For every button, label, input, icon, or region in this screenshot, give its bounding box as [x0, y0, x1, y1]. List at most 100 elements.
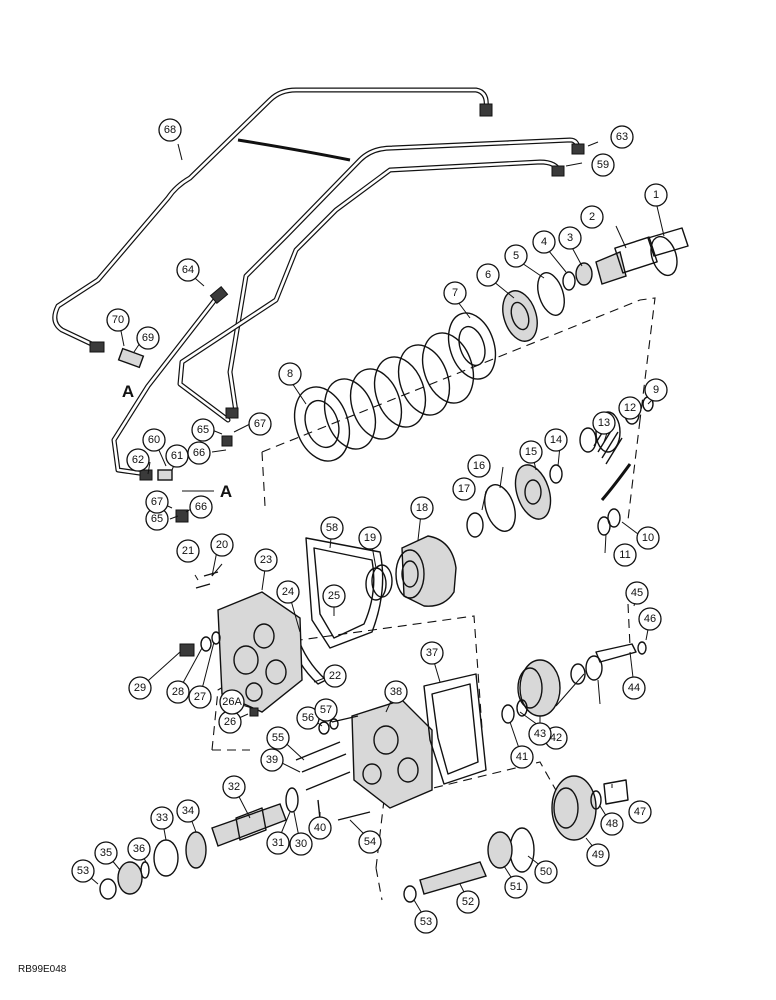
- callout-label: 60: [148, 434, 160, 446]
- callout-label: 55: [272, 732, 284, 744]
- callout-label: 7: [452, 287, 458, 299]
- callout-label: 33: [156, 812, 168, 824]
- callout-label: 42: [550, 732, 562, 744]
- callout-label: 26A: [222, 696, 242, 708]
- callout-26a: 26A: [219, 689, 245, 715]
- callout-label: 49: [592, 849, 604, 861]
- callout-7: 7: [443, 281, 467, 305]
- callout-label: 57: [320, 704, 332, 716]
- idler-gear: [517, 659, 561, 717]
- callout-17: 17: [452, 477, 476, 501]
- callout-4: 4: [532, 230, 556, 254]
- callout-label: 53: [77, 865, 89, 877]
- callout-36: 36: [127, 837, 151, 861]
- callout-label: 31: [272, 837, 284, 849]
- callout-label: 51: [510, 881, 522, 893]
- callout-67b: 67: [145, 490, 169, 514]
- callout-label: 24: [282, 586, 294, 598]
- callout-68: 68: [158, 118, 182, 142]
- callout-43: 43: [528, 722, 552, 746]
- callout-49: 49: [586, 843, 610, 867]
- callout-label: 68: [164, 124, 176, 136]
- callout-label: 59: [597, 159, 609, 171]
- callout-label: 20: [216, 539, 228, 551]
- callout-53b: 53: [414, 910, 438, 934]
- callout-label: 35: [100, 847, 112, 859]
- callout-18: 18: [410, 496, 434, 520]
- callout-label: 10: [642, 532, 654, 544]
- callout-label: 13: [598, 417, 610, 429]
- callout-50: 50: [534, 860, 558, 884]
- callout-34: 34: [176, 799, 200, 823]
- callout-label: 67: [254, 418, 266, 430]
- callout-label: 17: [458, 483, 470, 495]
- callout-label: 65: [151, 513, 163, 525]
- callout-label: 32: [228, 781, 240, 793]
- callout-35: 35: [94, 841, 118, 865]
- callout-label: 25: [328, 590, 340, 602]
- callout-23: 23: [254, 548, 278, 572]
- callout-14: 14: [544, 428, 568, 452]
- callout-2: 2: [580, 205, 604, 229]
- callout-label: 67: [151, 496, 163, 508]
- callout-label: 41: [516, 751, 528, 763]
- callout-10: 10: [636, 526, 660, 550]
- callout-65: 65: [191, 418, 215, 442]
- callout-37: 37: [420, 641, 444, 665]
- callout-58: 58: [320, 516, 344, 540]
- callout-53: 53: [71, 859, 95, 883]
- callout-47: 47: [628, 800, 652, 824]
- callout-label: 70: [112, 314, 124, 326]
- callout-54: 54: [358, 830, 382, 854]
- callout-24: 24: [276, 580, 300, 604]
- callout-label: 58: [326, 522, 338, 534]
- callout-63: 63: [610, 125, 634, 149]
- clutch-drum: [395, 535, 457, 607]
- callout-27: 27: [188, 685, 212, 709]
- callout-label: 44: [628, 682, 640, 694]
- callout-label: 34: [182, 805, 194, 817]
- callout-13: 13: [592, 411, 616, 435]
- output-gear: [551, 775, 597, 841]
- callout-label: 47: [634, 806, 646, 818]
- callout-60: 60: [142, 428, 166, 452]
- callout-label: 38: [390, 686, 402, 698]
- callout-label: 21: [182, 545, 194, 557]
- callout-label: 27: [194, 691, 206, 703]
- center-housing: [351, 699, 433, 809]
- callout-label: 69: [142, 332, 154, 344]
- callout-label: 11: [619, 549, 630, 561]
- callout-label: 15: [525, 446, 537, 458]
- callout-51: 51: [504, 875, 528, 899]
- figure-code: RB99E048: [18, 964, 67, 975]
- callout-52: 52: [456, 890, 480, 914]
- callout-label: 66: [195, 501, 207, 513]
- input-shaft: [595, 227, 689, 285]
- callout-label: 12: [624, 402, 636, 414]
- callout-label: 40: [314, 822, 326, 834]
- callout-label: 48: [606, 818, 618, 830]
- callout-11: 11: [613, 543, 637, 567]
- callout-40: 40: [308, 816, 332, 840]
- callout-label: 65: [197, 424, 209, 436]
- callout-label: 3: [567, 232, 573, 244]
- callout-label: 4: [541, 236, 547, 248]
- callout-55: 55: [266, 726, 290, 750]
- callout-33: 33: [150, 806, 174, 830]
- callout-label: 36: [133, 843, 145, 855]
- callout-64: 64: [176, 258, 200, 282]
- callout-9: 9: [644, 378, 668, 402]
- callout-label: 9: [653, 384, 659, 396]
- callout-label: 39: [266, 754, 278, 766]
- callout-label: 5: [513, 250, 519, 262]
- callout-label: 52: [462, 896, 474, 908]
- callout-25: 25: [322, 584, 346, 608]
- callout-label: 62: [132, 454, 144, 466]
- callout-label: 45: [631, 587, 643, 599]
- callout-66b: 66: [189, 495, 213, 519]
- callout-28: 28: [166, 680, 190, 704]
- callout-48: 48: [600, 812, 624, 836]
- callout-5: 5: [504, 244, 528, 268]
